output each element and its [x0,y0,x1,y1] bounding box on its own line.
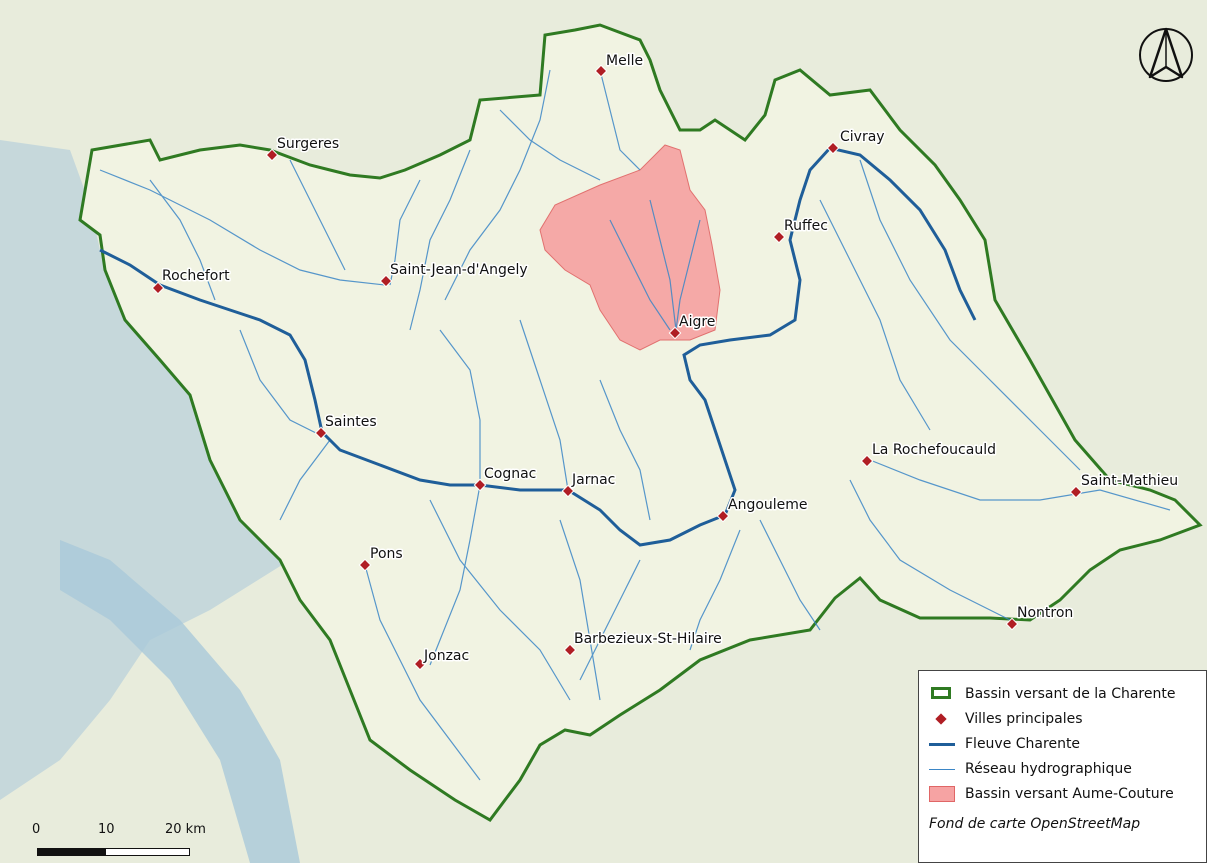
city-label-rochefort: Rochefort [162,268,230,284]
city-marker-surgeres [265,148,279,162]
legend-hydro-label: Réseau hydrographique [965,761,1132,777]
city-marker-cognac [473,478,487,492]
scale-bar: 0 10 20 km [30,822,210,862]
city-labels: Melle Surgeres Civray Ruffec Rochefort S… [161,52,1180,666]
city-label-saint-jean: Saint-Jean-d'Angely [390,262,528,278]
city-label-jarnac: Jarnac [571,472,615,488]
city-marker-rochefort [151,281,165,295]
city-marker-pons [358,558,372,572]
north-arrow-icon [1139,27,1193,82]
city-marker-saint-jean [379,274,393,288]
aume-couture-basin [539,144,721,351]
city-marker-melle [594,64,608,78]
legend-basin-label: Bassin versant de la Charente [965,686,1176,702]
city-marker-aigre [668,326,682,340]
city-label-la-rochefoucauld: La Rochefoucauld [872,442,996,458]
scale-label-0: 0 [32,822,41,837]
city-label-civray: Civray [840,129,885,145]
city-label-saintes: Saintes [325,414,377,430]
legend-city-symbol [929,710,957,728]
city-label-pons: Pons [370,546,403,562]
scale-label-20: 20 km [165,822,206,837]
city-marker-saint-mathieu [1069,485,1083,499]
legend-river-symbol [929,735,957,753]
city-label-barbezieux: Barbezieux-St-Hilaire [574,631,722,647]
city-label-angouleme: Angouleme [728,497,808,513]
scale-bar-white [105,848,190,856]
city-label-melle: Melle [606,53,643,69]
city-label-aigre: Aigre [679,314,715,330]
city-label-nontron: Nontron [1017,605,1073,621]
legend-row-cities: Villes principales [929,708,1083,730]
legend-row-basin: Bassin versant de la Charente [929,683,1175,705]
legend-subbasin-label: Bassin versant Aume-Couture [965,786,1174,802]
legend-subbasin-symbol [929,785,957,803]
city-label-ruffec: Ruffec [784,218,828,234]
legend-river-label: Fleuve Charente [965,736,1081,752]
city-marker-ruffec [772,230,786,244]
legend-cities-label: Villes principales [965,711,1083,727]
charente-basin [78,23,1203,822]
charente-river [99,146,977,547]
legend-row-river: Fleuve Charente [929,733,1080,755]
city-marker-la-rochefoucauld [860,454,874,468]
legend-row-hydro: Réseau hydrographique [929,758,1132,780]
city-marker-barbezieux [563,643,577,657]
legend-row-subbasin: Bassin versant Aume-Couture [929,783,1174,805]
legend-credit-label: Fond de carte OpenStreetMap [929,816,1141,832]
city-markers [151,64,1083,671]
scale-bar-black [37,848,105,856]
legend-hydro-symbol [929,760,957,778]
city-marker-civray [826,141,840,155]
city-label-surgeres: Surgeres [277,136,339,152]
city-marker-jonzac [413,657,427,671]
hydro-network [99,69,1171,781]
city-marker-jarnac [561,484,575,498]
city-label-jonzac: Jonzac [423,648,469,664]
scale-label-10: 10 [98,822,115,837]
city-marker-nontron [1005,617,1019,631]
legend-row-credit: Fond de carte OpenStreetMap [929,813,1140,835]
sea-area [0,140,300,800]
city-marker-angouleme [716,509,730,523]
city-marker-saintes [314,426,328,440]
city-label-cognac: Cognac [484,466,536,482]
gironde-estuary [60,540,300,863]
map-legend: Bassin versant de la Charente Villes pri… [918,670,1207,863]
city-label-saint-mathieu: Saint-Mathieu [1081,473,1178,489]
legend-basin-symbol [929,685,957,703]
